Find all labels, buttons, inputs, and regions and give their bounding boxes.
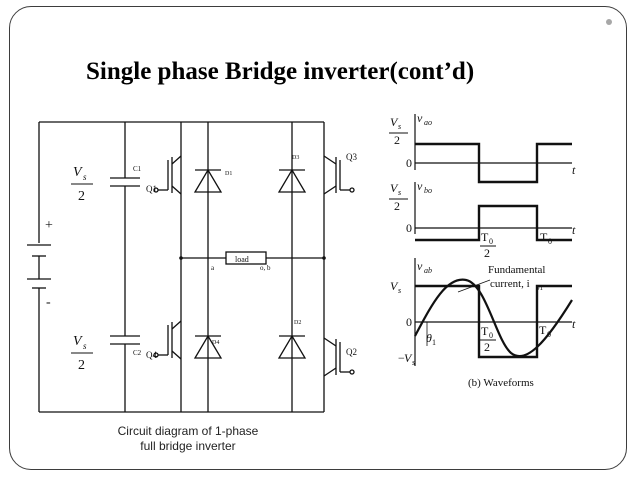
- circuit-caption: Circuit diagram of 1-phase full bridge i…: [78, 424, 298, 454]
- vbo-vs-sub: s: [398, 188, 401, 197]
- q2-emitter: [323, 367, 337, 377]
- vao-wave: [415, 142, 572, 184]
- q3-gate-terminal: [349, 187, 355, 193]
- d4-label: D4: [212, 340, 219, 346]
- theta-label: θ: [426, 331, 432, 345]
- circuit-svg: + - C1 C2 Q1 Q4 Q3 Q2 D1 D3 D4 D2 load a…: [27, 121, 357, 413]
- circuit-caption-line2: full bridge inverter: [140, 439, 236, 453]
- d3-label: D3: [292, 155, 299, 161]
- waveform-caption: (b) Waveforms: [468, 377, 534, 389]
- cap-bottom-vs: V: [73, 334, 83, 349]
- vbo-t0-half: T: [481, 230, 489, 244]
- cap-bottom-vs-sub: s: [83, 341, 87, 351]
- vao-t-label: t: [572, 163, 576, 177]
- cap-bottom-denominator: 2: [78, 358, 85, 373]
- vbo-vs: V: [390, 181, 399, 195]
- fundamental-line2: current, i: [490, 278, 530, 290]
- waveform-svg: V s 2 0 v ao t V s 2 0 v bo t T 0 2 T 0 …: [389, 111, 576, 389]
- node-a-dot: [179, 256, 183, 260]
- vab-neg-vs: V: [404, 351, 413, 365]
- q1-gate-terminal: [153, 187, 159, 193]
- q2-label: Q2: [346, 347, 357, 357]
- d2-label: D2: [294, 320, 301, 326]
- slide-frame: [9, 6, 627, 470]
- fundamental-current-curve: [414, 278, 573, 358]
- q4-collector: [171, 320, 182, 330]
- corner-dot: [606, 19, 612, 25]
- vab-vs: V: [390, 279, 399, 293]
- vao-vs: V: [390, 115, 399, 129]
- vab-t-label: t: [572, 317, 576, 331]
- c1-label: C1: [133, 165, 142, 173]
- diode-d3: [277, 168, 307, 193]
- source-minus: -: [46, 295, 51, 310]
- q4-emitter: [171, 350, 182, 360]
- load-box: [225, 251, 267, 265]
- q4-label: Q4: [146, 350, 157, 360]
- diode-d4: [193, 334, 223, 359]
- vbo-label-sub: bo: [424, 186, 432, 195]
- vao-label-sub: ao: [424, 118, 432, 127]
- vab-neg-sign: −: [398, 351, 405, 365]
- vab-t0-half-den: 2: [484, 340, 490, 354]
- q2-gate-terminal: [349, 369, 355, 375]
- cap-top-vs-sub: s: [83, 172, 87, 182]
- diode-d2: [277, 334, 307, 359]
- load-label: load: [235, 255, 249, 264]
- q3-label: Q3: [346, 152, 357, 162]
- vbo-zero: 0: [406, 221, 412, 235]
- vab-t0-sub: 0: [547, 330, 551, 339]
- fundamental-sub: 01: [536, 284, 544, 292]
- vbo-t0-half-sub: 0: [489, 237, 493, 246]
- q4-gate-terminal: [153, 352, 159, 358]
- vbo-t0: T: [540, 230, 548, 244]
- circuit-diagram: + - C1 C2 Q1 Q4 Q3 Q2 D1 D3 D4 D2 load a…: [20, 112, 378, 470]
- cap-top-vs: V: [73, 165, 83, 180]
- vab-zero: 0: [406, 315, 412, 329]
- vao-zero: 0: [406, 156, 412, 170]
- vab-neg-vs-sub: s: [412, 358, 415, 367]
- q1-label: Q1: [146, 184, 157, 194]
- vao-vs-sub: s: [398, 122, 401, 131]
- vbo-t-label: t: [572, 223, 576, 237]
- d1-label: D1: [225, 171, 232, 177]
- vab-t0-half: T: [481, 324, 489, 338]
- q1-emitter: [171, 185, 182, 195]
- vao-label: v: [417, 111, 423, 125]
- vbo-t0-half-den: 2: [484, 246, 490, 260]
- source-plus: +: [45, 218, 53, 233]
- q1-collector: [171, 155, 182, 165]
- fundamental-line1: Fundamental: [488, 264, 545, 276]
- vao-vs-den: 2: [394, 133, 400, 147]
- vbo-vs-den: 2: [394, 199, 400, 213]
- fundamental-pointer: [457, 279, 491, 293]
- q3-collector: [323, 155, 337, 165]
- vab-label-sub: ab: [424, 266, 432, 275]
- vbo-label: v: [417, 179, 423, 193]
- waveform-panel: V s 2 0 v ao t V s 2 0 v bo t T 0 2 T 0 …: [386, 110, 582, 420]
- c2-label: C2: [133, 349, 142, 357]
- cap-top-denominator: 2: [78, 189, 85, 204]
- node-b-label: o, b: [260, 264, 271, 272]
- diode-d1: [193, 168, 223, 193]
- circuit-caption-line1: Circuit diagram of 1-phase: [117, 424, 259, 438]
- vbo-wave: [415, 204, 572, 242]
- vab-label: v: [417, 259, 423, 273]
- vab-vs-sub: s: [398, 286, 401, 295]
- slide-title: Single phase Bridge inverter(cont’d): [86, 58, 475, 85]
- vab-t0: T: [539, 323, 547, 337]
- q2-collector: [323, 337, 337, 347]
- node-a-label: a: [211, 264, 215, 272]
- theta-sub: 1: [432, 338, 436, 347]
- q3-emitter: [323, 185, 337, 195]
- vab-wave: [415, 284, 572, 359]
- node-b-dot: [322, 256, 326, 260]
- vbo-t0-sub: 0: [548, 237, 552, 246]
- vab-t0-half-sub: 0: [489, 331, 493, 340]
